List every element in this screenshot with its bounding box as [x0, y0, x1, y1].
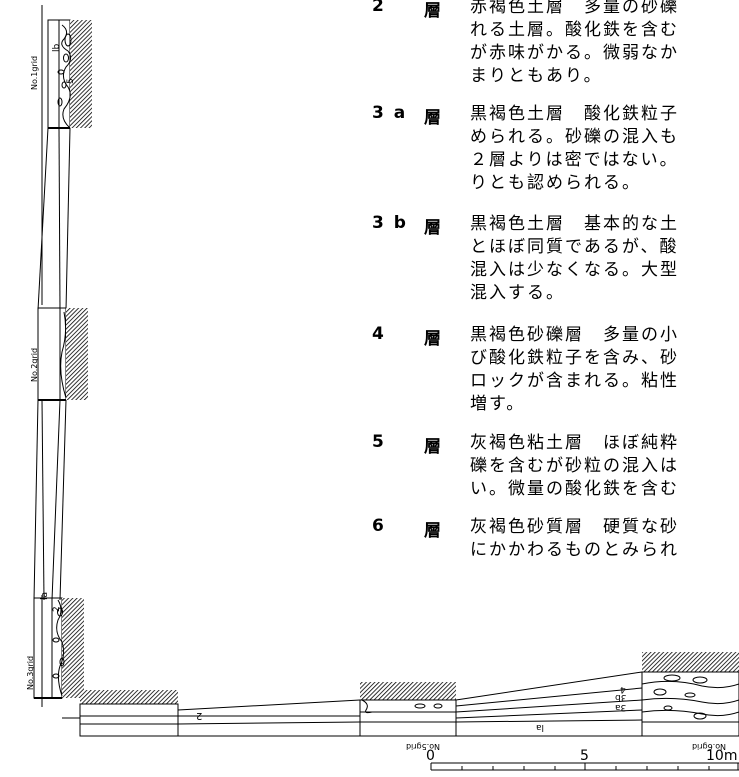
section-label-2-horizontal: 2 — [196, 710, 203, 721]
section-label-la-horizontal: la — [536, 722, 545, 732]
section-label-3a: 3a — [615, 702, 627, 712]
section-label-lb: lb — [52, 43, 62, 52]
scale-ten: 10m — [706, 748, 738, 764]
grid2-label: No.2grid — [30, 347, 39, 382]
section-label-2: 2 — [52, 606, 62, 612]
layer-3a-description: 黒褐色土層 酸化鉄粒子 められる。砂礫の混入も ２層よりは密ではない。 りとも認… — [470, 104, 679, 193]
section-label-la: la — [40, 591, 50, 600]
scale-bar — [430, 762, 739, 771]
layer-5-description: 灰褐色粘土層 ほぼ純粋 礫を含むが砂粒の混入は い。微量の酸化鉄を含む — [470, 433, 679, 499]
grid3-section — [33, 595, 84, 707]
grid1-section — [41, 5, 92, 130]
layer-2-description: 赤褐色土層 多量の砂礫 れる土層。酸化鉄を含む が赤味がかる。微弱なか まりとも… — [470, 0, 679, 86]
horizontal-section — [62, 652, 739, 737]
grid3-label: No.3grid — [26, 655, 35, 690]
section-label-5: 5 — [66, 78, 76, 84]
layer-6-description: 灰褐色砂質層 硬質な砂 にかかわるものとみられ — [470, 517, 679, 560]
grid2-section — [37, 307, 88, 401]
layer-4-description: 黒褐色砂礫層 多量の小 び酸化鉄粒子を含み、砂 ロックが含まれる。粘性 増す。 — [470, 325, 679, 414]
section-label-3b: 3b — [615, 692, 627, 702]
layer-3b-description: 黒褐色土層 基本的な土 とほぼ同質であるが、酸 混入は少なくなる。大型 混入する… — [470, 214, 679, 303]
scale-five: 5 — [580, 748, 589, 764]
grid5-label: No.5grid — [406, 742, 441, 751]
grid1-label: No.1grid — [30, 55, 39, 90]
scale-zero: 0 — [426, 748, 435, 764]
